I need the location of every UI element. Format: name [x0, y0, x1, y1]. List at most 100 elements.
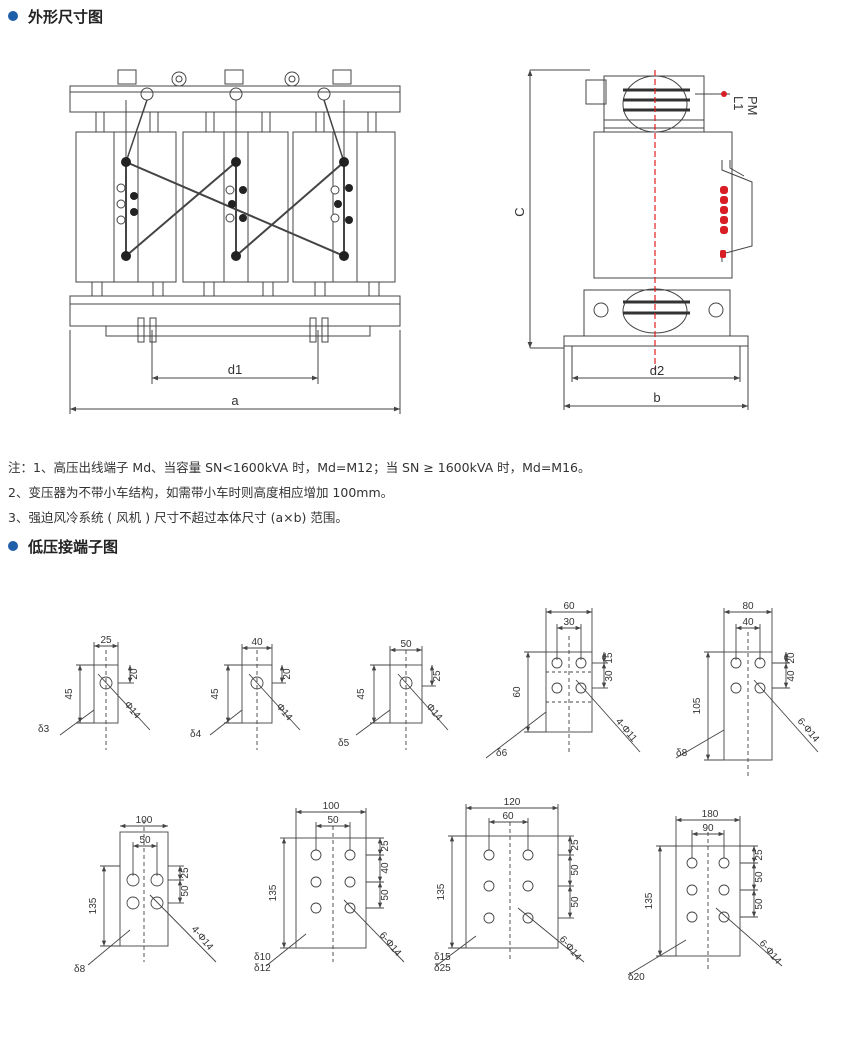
t4-width-label: 60	[563, 601, 575, 612]
hv-insulator	[367, 111, 377, 133]
t7-hole-label: 6-Φ14	[377, 930, 404, 959]
notes-block: 注：1、高压出线端子 Md、当容量 SN<1600kVA 时，Md=M12；当 …	[8, 455, 590, 530]
hv-terminal-ring	[140, 87, 154, 101]
terminal-t6	[87, 820, 217, 966]
t7-vpitch1-label: 40	[380, 862, 391, 874]
t5-thickness-label: δ8	[676, 748, 688, 759]
t4-vpitch-label: 30	[604, 670, 615, 682]
note-1: 注：1、高压出线端子 Md、当容量 SN<1600kVA 时，Md=M12；当 …	[8, 460, 591, 475]
bottom-clamp	[69, 295, 401, 327]
terminal-t4	[485, 608, 641, 759]
t3-width-label: 50	[400, 639, 412, 650]
t7-vpitch2-label: 50	[380, 889, 391, 901]
lifting-lug	[117, 69, 137, 85]
t6-thickness-label: δ8	[74, 964, 86, 975]
t8-vpitch2-label: 50	[570, 896, 581, 908]
side-body	[593, 131, 733, 279]
terminal-t7	[265, 808, 405, 967]
t9-thickness-label: δ20	[628, 972, 645, 983]
t8-width-label: 120	[504, 797, 521, 808]
side-view-drawing	[527, 69, 753, 410]
t4-offset-label: 15	[604, 652, 615, 664]
hv-insulator	[149, 111, 159, 133]
t6-width-label: 100	[136, 815, 153, 826]
terminal-t2	[209, 644, 301, 750]
section-title-outline: 外形尺寸图	[28, 7, 104, 26]
t8-pitch-label: 60	[502, 811, 514, 822]
hv-terminal-ring	[229, 87, 243, 101]
t5-vpitch-label: 40	[786, 670, 797, 682]
terminal-t3	[355, 646, 449, 750]
t4-pitch-label: 30	[563, 617, 575, 628]
t2-width-label: 40	[251, 637, 263, 648]
t8-height-label: 135	[436, 883, 447, 900]
t2-thickness-label: δ4	[190, 729, 202, 740]
lifting-eye	[284, 71, 300, 87]
t6-pitch-label: 50	[139, 835, 151, 846]
t7-thickness1-label: δ10	[254, 952, 271, 963]
lifting-lug	[332, 69, 352, 85]
t8-hole-label: 6-Φ14	[557, 934, 584, 963]
label-pm: PM	[745, 96, 760, 116]
t5-offset-label: 20	[786, 652, 797, 664]
section-heading-outline: 外形尺寸图	[8, 6, 103, 26]
t4-hole-label: 4-Φ11	[613, 716, 639, 744]
t3-hole-label: Φ14	[424, 702, 445, 724]
terminal-t8	[435, 804, 585, 967]
t9-hole-label: 6-Φ14	[757, 938, 784, 967]
bullet-icon	[8, 541, 18, 551]
t8-vpitch1-label: 50	[570, 864, 581, 876]
t8-offset-label: 25	[570, 839, 581, 851]
terminal-markers	[720, 91, 728, 258]
t2-offset-label: 20	[282, 668, 293, 680]
t9-height-label: 135	[644, 892, 655, 909]
t1-thickness-label: δ3	[38, 724, 50, 735]
t9-pitch-label: 90	[702, 823, 714, 834]
t7-height-label: 135	[268, 884, 279, 901]
terminal-t5	[675, 608, 819, 778]
hv-insulator	[205, 111, 215, 133]
t7-pitch-label: 50	[327, 815, 339, 826]
t6-offset-label: 25	[180, 867, 191, 879]
lifting-eye	[171, 71, 187, 87]
terminal-t1	[59, 642, 151, 750]
top-clamp	[69, 85, 401, 113]
t4-height-label: 60	[512, 686, 523, 698]
t9-vpitch2-label: 50	[754, 898, 765, 910]
dim-d2-label: d2	[650, 363, 664, 378]
lifting-lug	[224, 69, 244, 85]
hv-insulator	[315, 111, 325, 133]
t4-thickness-label: δ6	[496, 748, 508, 759]
terminal-drawings	[59, 608, 819, 976]
hv-terminal-ring	[317, 87, 331, 101]
t3-offset-label: 25	[432, 670, 443, 682]
t5-pitch-label: 40	[742, 617, 754, 628]
note-2: 2、变压器为不带小车结构，如需带小车时则高度相应增加 100mm。	[8, 485, 394, 500]
t1-width-label: 25	[100, 635, 112, 646]
section-title-terminal: 低压接端子图	[28, 537, 119, 556]
t1-offset-label: 20	[129, 668, 140, 680]
t8-thickness1-label: δ15	[434, 952, 451, 963]
t9-offset-label: 25	[754, 849, 765, 861]
t2-height-label: 45	[210, 688, 221, 700]
t5-width-label: 80	[742, 601, 754, 612]
t3-height-label: 45	[356, 688, 367, 700]
lifting-eye-hole	[288, 75, 296, 83]
dim-b-label: b	[653, 390, 660, 405]
t1-height-label: 45	[64, 688, 75, 700]
t9-width-label: 180	[702, 809, 719, 820]
hv-insulator	[95, 111, 105, 133]
hv-insulator	[261, 111, 271, 133]
dim-c-label: C	[512, 207, 527, 216]
t5-height-label: 105	[692, 697, 703, 714]
bullet-icon	[8, 11, 18, 21]
t6-height-label: 135	[88, 897, 99, 914]
dim-a-label: a	[231, 393, 239, 408]
front-view-drawing	[69, 69, 401, 414]
t7-offset-label: 25	[380, 840, 391, 852]
terminal-t9	[627, 816, 783, 976]
t7-width-label: 100	[323, 801, 340, 812]
section-heading-terminal: 低压接端子图	[8, 536, 118, 556]
label-l1: L1	[731, 96, 746, 110]
